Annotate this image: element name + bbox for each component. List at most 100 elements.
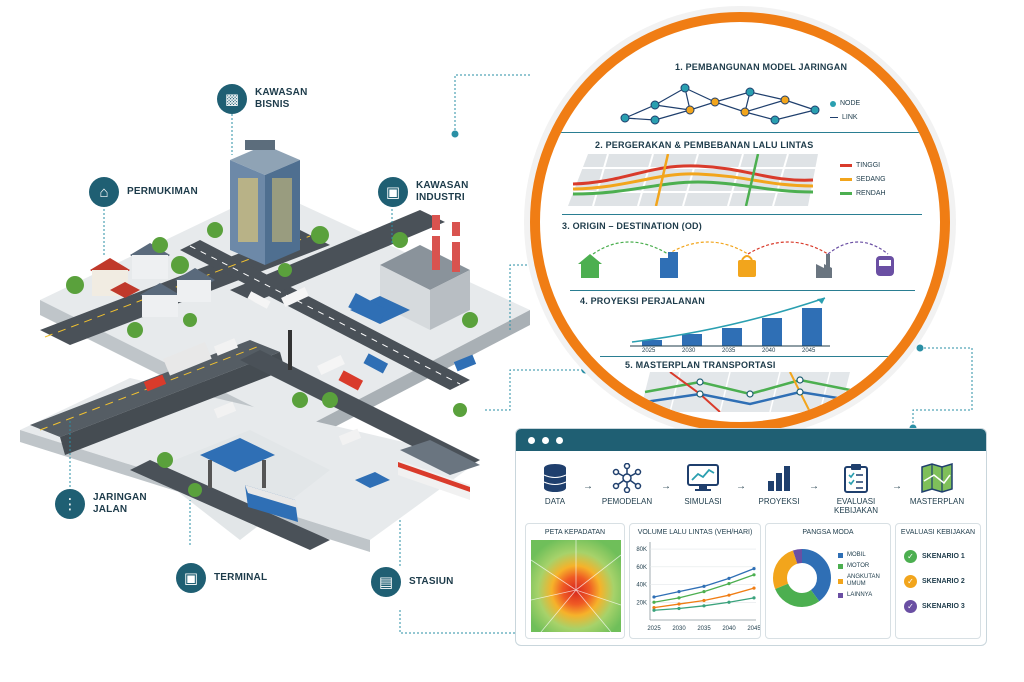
step4-title: 4. PROYEKSI PERJALANAN (580, 296, 705, 306)
series-point (677, 606, 681, 611)
series-line-2 (653, 574, 755, 603)
series-point (727, 600, 731, 604)
arrow-right-icon: → (892, 481, 902, 492)
mode-share-legend: MOBIL MOTOR ANGKUTAN UMUM LAINNYA (838, 552, 890, 603)
mode-share-donut (773, 549, 831, 607)
label-stasiun: ▤ STASIUN (371, 567, 454, 597)
series-point (677, 602, 681, 606)
house-icon: ⌂ (89, 177, 119, 207)
series-point (727, 593, 731, 597)
x-tick-label: 2045 (747, 626, 760, 632)
traffic-loading-map (568, 154, 818, 206)
card-pangsa-moda: PANGSA MODA MOBIL MOTOR ANGKUTAN UMUM LA… (765, 523, 891, 639)
arrow-right-icon: → (809, 481, 819, 492)
scenario-1[interactable]: ✓SKENARIO 1 (904, 550, 965, 563)
flow-step-evaluasi: EVALUASI KEBIJAKAN (821, 463, 891, 515)
od-diagram (578, 241, 894, 278)
bus-terminal (200, 438, 298, 522)
flow-step-simulasi: SIMULASI (668, 463, 738, 506)
network-icon (612, 463, 642, 493)
bus-icon: ▣ (176, 563, 206, 593)
x-tick-label: 2035 (697, 626, 711, 632)
flow-step-proyeksi: PROYEKSI (744, 463, 814, 506)
chart-title: VOLUME LALU LINTAS (VEH/HARI) (637, 529, 753, 536)
road-icon: ⋮ (55, 489, 85, 519)
trees (66, 222, 478, 497)
series-point (752, 573, 756, 577)
flow-step-data: DATA (520, 463, 590, 506)
divider-3 (570, 290, 915, 291)
step2-title: 2. PERGERAKAN & PEMBEBANAN LALU LINTAS (595, 140, 814, 150)
window-titlebar (516, 429, 986, 451)
series-point (677, 590, 681, 594)
scenario-2[interactable]: ✓SKENARIO 2 (904, 575, 965, 588)
y-tick-label: 80K (636, 547, 647, 553)
window-dot-icon[interactable] (542, 436, 549, 444)
od-train-icon (876, 256, 894, 276)
label-jaringan-jalan: ⋮ JARINGAN JALAN (55, 489, 147, 519)
check-icon: ✓ (904, 600, 917, 613)
scenario-list: ✓SKENARIO 1 ✓SKENARIO 2 ✓SKENARIO 3 (904, 550, 965, 625)
series-point (727, 582, 731, 586)
window-dot-icon[interactable] (556, 436, 563, 444)
train-icon: ▤ (371, 567, 401, 597)
arrow-right-icon: → (583, 481, 593, 492)
check-icon: ✓ (904, 575, 917, 588)
y-tick-label: 60K (636, 565, 647, 571)
series-point (652, 608, 656, 612)
series-point (727, 576, 731, 580)
series-point (652, 595, 656, 599)
series-point (702, 604, 706, 608)
label-kawasan-bisnis: ▩ KAWASAN BISNIS (217, 84, 308, 114)
vehicles (143, 292, 477, 446)
divider-4 (600, 356, 890, 357)
network-model-graph (620, 83, 820, 125)
od-factory-icon (816, 254, 832, 278)
legend-lainnya: LAINNYA (838, 592, 890, 599)
y-tick-label: 40K (636, 583, 647, 589)
bar-chart-icon (768, 466, 790, 491)
legend-sedang: SEDANG (840, 176, 886, 183)
x-tick-label: 2025 (647, 626, 661, 632)
card-evaluasi-kebijakan: EVALUASI KEBIJAKAN ✓SKENARIO 1 ✓SKENARIO… (895, 523, 981, 639)
residential-houses (90, 243, 215, 317)
x-tick-label: 2040 (722, 626, 736, 632)
traffic-light (288, 330, 292, 370)
legend-link: LINK (830, 114, 858, 121)
series-point (702, 590, 706, 594)
series-point (652, 605, 656, 610)
legend-tinggi: TINGGI (840, 162, 880, 169)
card-peta-kepadatan: PETA KEPADATAN (525, 523, 625, 639)
legend-motor: MOTOR (838, 563, 890, 570)
database-icon (543, 464, 567, 492)
office-tower (230, 140, 300, 265)
label-kawasan-industri: ▣ KAWASAN INDUSTRI (378, 177, 469, 207)
map-icon (921, 463, 953, 493)
divider-1 (560, 132, 920, 133)
step1-title: 1. PEMBANGUNAN MODEL JARINGAN (675, 62, 848, 72)
window-dot-icon[interactable] (528, 436, 535, 444)
monitor-chart-icon (687, 464, 719, 491)
legend-rendah: RENDAH (840, 190, 886, 197)
label-terminal: ▣ TERMINAL (176, 563, 267, 593)
check-icon: ✓ (904, 550, 917, 563)
factory-icon: ▣ (378, 177, 408, 207)
od-office-icon (660, 252, 678, 278)
scenario-3[interactable]: ✓SKENARIO 3 (904, 600, 965, 613)
step5-title: 5. MASTERPLAN TRANSPORTASI (625, 360, 776, 370)
series-point (702, 598, 706, 603)
label-permukiman: ⌂ PERMUKIMAN (89, 177, 198, 207)
od-shopping-icon (738, 255, 756, 277)
series-point (752, 596, 756, 600)
legend-angkutan-umum: ANGKUTAN UMUM (838, 574, 890, 588)
series-point (752, 566, 756, 571)
clipboard-icon (844, 464, 868, 493)
density-heatmap (530, 540, 622, 633)
series-point (677, 596, 681, 600)
divider-2 (562, 214, 922, 215)
process-circle: 1. PEMBANGUNAN MODEL JARINGAN NODE LINK … (530, 12, 950, 432)
flow-step-masterplan: MASTERPLAN (902, 463, 972, 506)
y-tick-label: 20K (636, 600, 647, 606)
